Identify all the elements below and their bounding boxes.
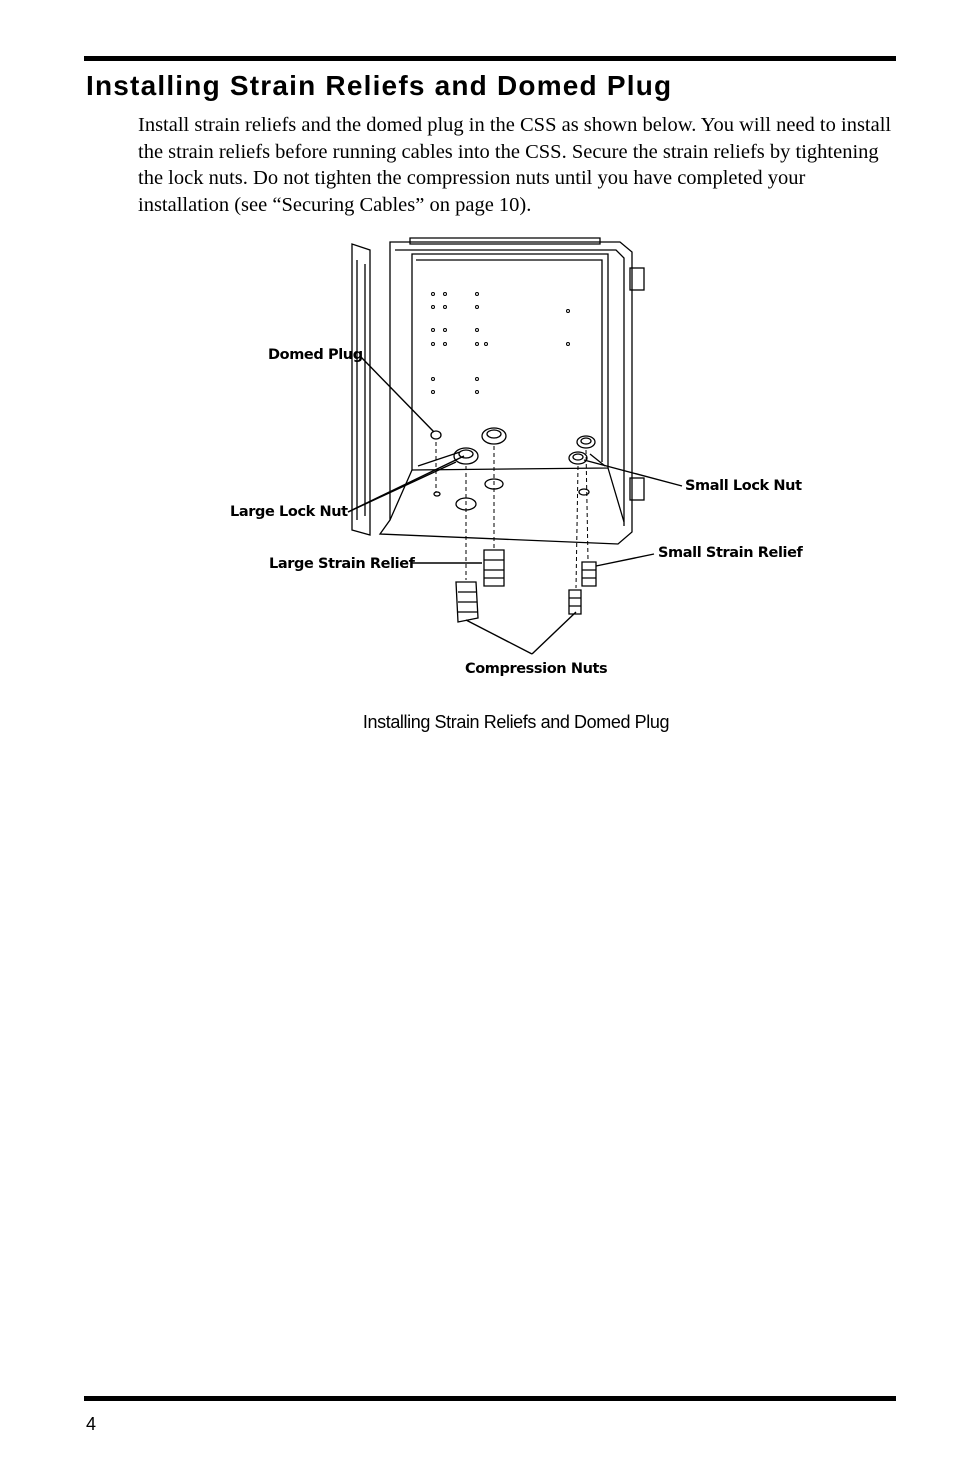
- figure-caption: Installing Strain Reliefs and Domed Plug: [362, 712, 670, 732]
- domed-plug-label: Domed Plug: [268, 347, 363, 363]
- enclosure-illustration: [347, 237, 683, 655]
- section-title: Installing Strain Reliefs and Domed Plug: [86, 70, 673, 101]
- header-rule: [84, 56, 896, 61]
- small-strain-relief-label: Small Strain Relief: [658, 545, 803, 561]
- large-strain-relief-label: Large Strain Relief: [269, 556, 415, 572]
- page-number: 4: [86, 1414, 97, 1434]
- footer-rule: [84, 1396, 896, 1401]
- section-body: Install strain reliefs and the domed plu…: [138, 114, 892, 216]
- large-lock-nut-label: Large Lock Nut: [230, 504, 348, 520]
- compression-nuts-label: Compression Nuts: [465, 661, 608, 677]
- installation-figure: Domed Plug Large Lock Nut Large Strain R…: [220, 230, 820, 690]
- small-lock-nut-label: Small Lock Nut: [685, 478, 802, 494]
